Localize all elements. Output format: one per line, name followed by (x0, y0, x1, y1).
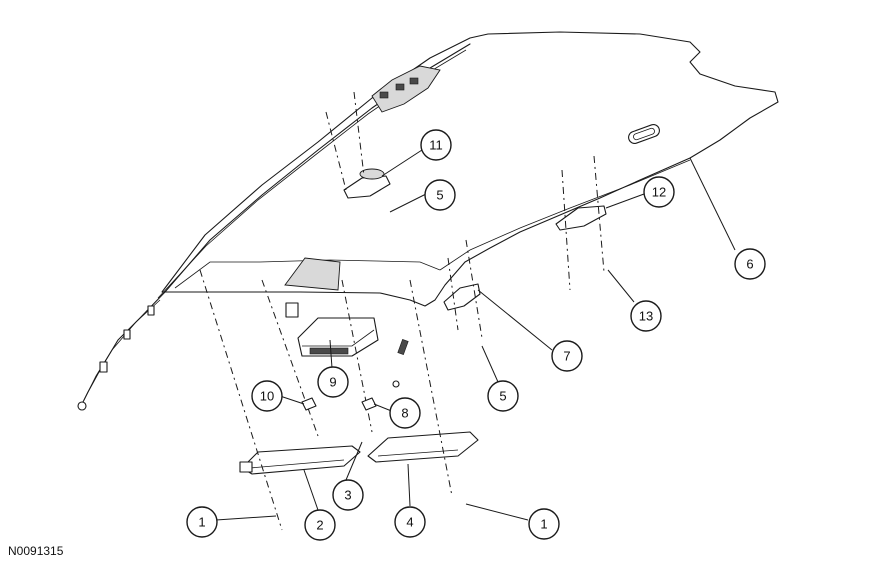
svg-text:11: 11 (429, 138, 443, 153)
figure-id: N0091315 (8, 544, 64, 558)
headliner-panel (77, 31, 779, 411)
svg-text:12: 12 (652, 185, 666, 200)
callout-3: 3 (332, 479, 364, 511)
callout-4: 4 (394, 506, 426, 538)
sun-visor-right (367, 431, 479, 463)
callout-1-right: 1 (528, 508, 560, 540)
callout-11: 11 (420, 129, 452, 161)
svg-text:5: 5 (499, 389, 506, 404)
grab-handle-rear (555, 205, 607, 231)
svg-text:13: 13 (639, 309, 653, 324)
callout-8: 8 (389, 397, 421, 429)
svg-text:5: 5 (436, 188, 443, 203)
fastener-axes (199, 91, 605, 531)
callout-10: 10 (251, 380, 283, 412)
grab-handle-front (343, 168, 391, 199)
svg-text:4: 4 (406, 515, 413, 530)
callout-12: 12 (643, 176, 675, 208)
svg-text:1: 1 (198, 515, 205, 530)
callout-balloons: 1 2 3 4 1 5 7 6 (186, 129, 766, 541)
leader-lines (215, 149, 736, 521)
svg-text:2: 2 (316, 518, 323, 533)
callout-6: 6 (734, 248, 766, 280)
callout-1-left: 1 (186, 506, 218, 538)
svg-text:6: 6 (746, 257, 753, 272)
fasteners (301, 339, 409, 411)
svg-text:7: 7 (563, 349, 570, 364)
callout-9: 9 (317, 366, 349, 398)
callout-5-lower: 5 (487, 380, 519, 412)
callout-2: 2 (304, 509, 336, 541)
grab-handle-side (443, 283, 481, 311)
svg-text:3: 3 (344, 488, 351, 503)
sun-visor-left (239, 445, 361, 475)
svg-text:8: 8 (401, 406, 408, 421)
overhead-console (284, 257, 379, 357)
svg-text:10: 10 (260, 389, 274, 404)
callout-5-upper: 5 (424, 179, 456, 211)
svg-text:9: 9 (329, 375, 336, 390)
callout-13: 13 (630, 300, 662, 332)
callout-7: 7 (551, 340, 583, 372)
svg-text:1: 1 (540, 517, 547, 532)
